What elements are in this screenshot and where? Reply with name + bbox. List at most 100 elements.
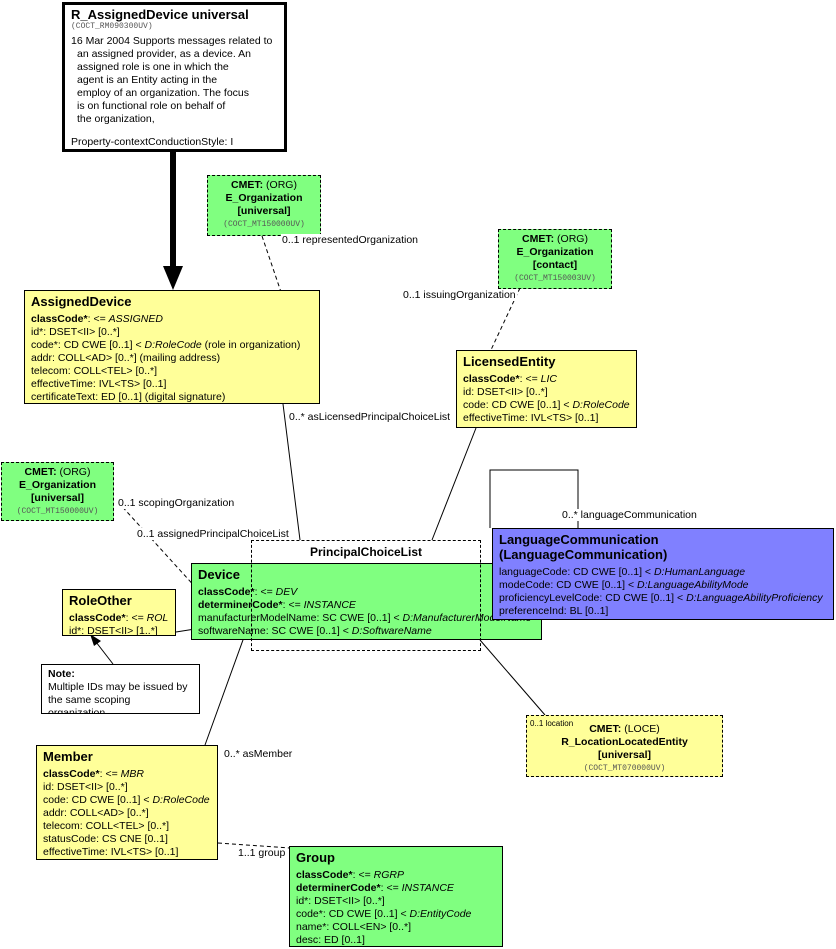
attr-name: preferenceInd <box>499 605 564 617</box>
attr-type: : DSET<II> [0..*] <box>43 326 120 338</box>
attr-name: determinerCode* <box>198 599 283 611</box>
attribute-row: classCode*: <= LIC <box>463 373 630 386</box>
attr-name: id* <box>31 326 44 338</box>
cmet-flavor: [universal] <box>597 749 652 761</box>
attribute-row: code: CD CWE [0..1] < D:RoleCode <box>463 399 630 412</box>
attribute-row: addr: COLL<AD> [0..*] (mailing address) <box>31 352 313 365</box>
cmet-label: CMET: <box>24 466 57 478</box>
class-title: AssignedDevice <box>31 294 132 309</box>
note-line: the same scoping organization. <box>48 694 131 714</box>
attribute-row: modeCode: CD CWE [0..1] < D:LanguageAbil… <box>499 579 827 592</box>
attr-type: : DSET<II> [1..*] <box>81 625 158 636</box>
attr-type: : ED [0..1] (digital signature) <box>95 391 226 403</box>
cmet-line1: CMET: (ORG) <box>8 466 107 479</box>
attr-value: D:LanguageAbilityProficiency <box>686 592 823 604</box>
assigned-device-class[interactable]: AssignedDevice classCode*: <= ASSIGNED i… <box>24 290 320 404</box>
attr-name: telecom <box>31 365 68 377</box>
attr-value: RGRP <box>373 869 404 881</box>
cmet-flavor: [universal] <box>237 205 291 217</box>
header-desc-line: assigned role is one in which the <box>77 61 229 73</box>
attr-name: id <box>43 781 52 793</box>
language-communication-class[interactable]: LanguageCommunication (LanguageCommunica… <box>492 528 834 620</box>
attr-type: : COLL<TEL> [0..*] <box>79 820 170 832</box>
attr-name: addr <box>31 352 53 364</box>
entry-arrow-head <box>163 266 183 290</box>
header-id: (COCT_RM090300UV) <box>71 22 153 31</box>
class-title: Member <box>43 749 93 764</box>
attr-name: desc <box>296 934 319 946</box>
attr-value: INSTANCE <box>303 599 356 611</box>
attr-name: id* <box>69 625 82 636</box>
attribute-row: addr: COLL<AD> [0..*] <box>43 807 211 820</box>
group-class[interactable]: Group classCode*: <= RGRP determinerCode… <box>289 846 503 947</box>
attr-value: D:RoleCode <box>152 794 210 806</box>
cmet-flavor: [universal] <box>30 492 85 504</box>
represented-org-label: 0..1 representedOrganization <box>281 234 420 246</box>
licensed-entity-class[interactable]: LicensedEntity classCode*: <= LIC id: DS… <box>456 350 637 428</box>
attr-type: : COLL<AD> [0..*] <box>64 807 149 819</box>
header-desc-line: employ of an organization. The focus <box>77 87 249 99</box>
attribute-row: classCode*: <= ASSIGNED <box>31 313 313 326</box>
cmet-line1: CMET: (ORG) <box>505 233 605 246</box>
attribute-row: effectiveTime: IVL<TS> [0..1] <box>31 378 313 391</box>
attr-name: languageCode <box>499 566 568 578</box>
attribute-row: classCode*: <= MBR <box>43 768 211 781</box>
attr-name: effectiveTime <box>43 846 105 858</box>
attribute-row: classCode*: <= ROL <box>69 612 169 625</box>
attribute-row: id*: DSET<II> [0..*] <box>31 326 313 339</box>
header-desc-line: agent is an Entity acting in the <box>77 74 218 86</box>
attr-name: certificateText <box>31 391 96 403</box>
attr-type: : COLL<TEL> [0..*] <box>67 365 158 377</box>
device-class[interactable]: Device classCode*: <= DEV determinerCode… <box>191 563 542 640</box>
attr-name: softwareName <box>198 625 266 637</box>
attr-value: D:HumanLanguage <box>653 566 746 578</box>
attribute-row: id*: DSET<II> [1..*] <box>69 625 169 636</box>
header-box: R_AssignedDevice universal (COCT_RM09030… <box>62 2 287 152</box>
member-class[interactable]: Member classCode*: <= MBR id: DSET<II> [… <box>36 745 218 860</box>
cmet-id: (COCT_MT150000UV) <box>16 507 99 516</box>
attr-type: : <= <box>99 768 121 780</box>
scoping-org-link <box>117 501 199 591</box>
attr-type: : DSET<II> [0..*] <box>471 386 548 398</box>
header-style: Property-contextConductionStyle: I <box>71 136 234 148</box>
attr-type: : <= <box>380 882 402 894</box>
attr-name: statusCode <box>43 833 97 845</box>
attr-type: : COLL<AD> [0..*] (mailing address) <box>52 352 221 364</box>
attr-type: : DSET<II> [0..*] <box>51 781 128 793</box>
as-licensed-link <box>282 403 301 541</box>
note-pointer <box>95 641 114 665</box>
attr-name: classCode* <box>463 373 520 385</box>
role-other-class[interactable]: RoleOther classCode*: <= ROL id*: DSET<I… <box>62 589 176 636</box>
cmet-location-located-entity[interactable]: 0..1 location CMET: (LOCE) R_LocationLoc… <box>526 715 723 777</box>
attr-value: D:EntityCode <box>409 908 472 920</box>
attribute-row: classCode*: <= DEV <box>198 586 535 599</box>
cmet-org-contact[interactable]: CMET: (ORG) E_Organization [contact] (CO… <box>498 229 612 289</box>
attr-note: (role in organization) <box>201 339 301 351</box>
attribute-row: id*: DSET<II> [0..*] <box>296 895 496 908</box>
as-member-label: 0..* asMember <box>223 748 294 760</box>
choice-list-title: PrincipalChoiceList <box>309 545 423 559</box>
attribute-row: preferenceInd: BL [0..1] <box>499 605 827 618</box>
cmet-org-universal-left[interactable]: CMET: (ORG) E_Organization [universal] (… <box>1 462 114 521</box>
attr-type: : SC CWE [0..1] < <box>265 625 352 637</box>
attr-type: : <= <box>282 599 304 611</box>
cmet-type: (ORG) <box>56 466 91 478</box>
attr-type: : CD CWE [0..1] < <box>550 579 638 591</box>
attr-type: : IVL<TS> [0..1] <box>524 412 599 424</box>
cmet-label: CMET: <box>522 233 555 245</box>
attr-value: INSTANCE <box>401 882 454 894</box>
attr-type: : IVL<TS> [0..1] <box>104 846 179 858</box>
header-title: R_AssignedDevice universal <box>71 7 249 22</box>
class-title: Group <box>296 850 335 865</box>
principal-choice-list[interactable]: PrincipalChoiceList <box>251 540 481 651</box>
note-title: Note: <box>48 668 75 680</box>
attr-name: classCode* <box>43 768 100 780</box>
attribute-row: effectiveTime: IVL<TS> [0..1] <box>43 846 211 859</box>
header-desc-line: an assigned provider, as a device. An <box>77 48 251 60</box>
issuing-org-label: 0..1 issuingOrganization <box>402 289 517 301</box>
cmet-org-universal-top[interactable]: CMET: (ORG) E_Organization [universal] (… <box>207 175 321 236</box>
attr-name: manufacturerModelName <box>198 612 317 624</box>
attr-value: ASSIGNED <box>108 313 163 325</box>
attribute-row: telecom: COLL<TEL> [0..*] <box>43 820 211 833</box>
attr-name: modeCode <box>499 579 551 591</box>
